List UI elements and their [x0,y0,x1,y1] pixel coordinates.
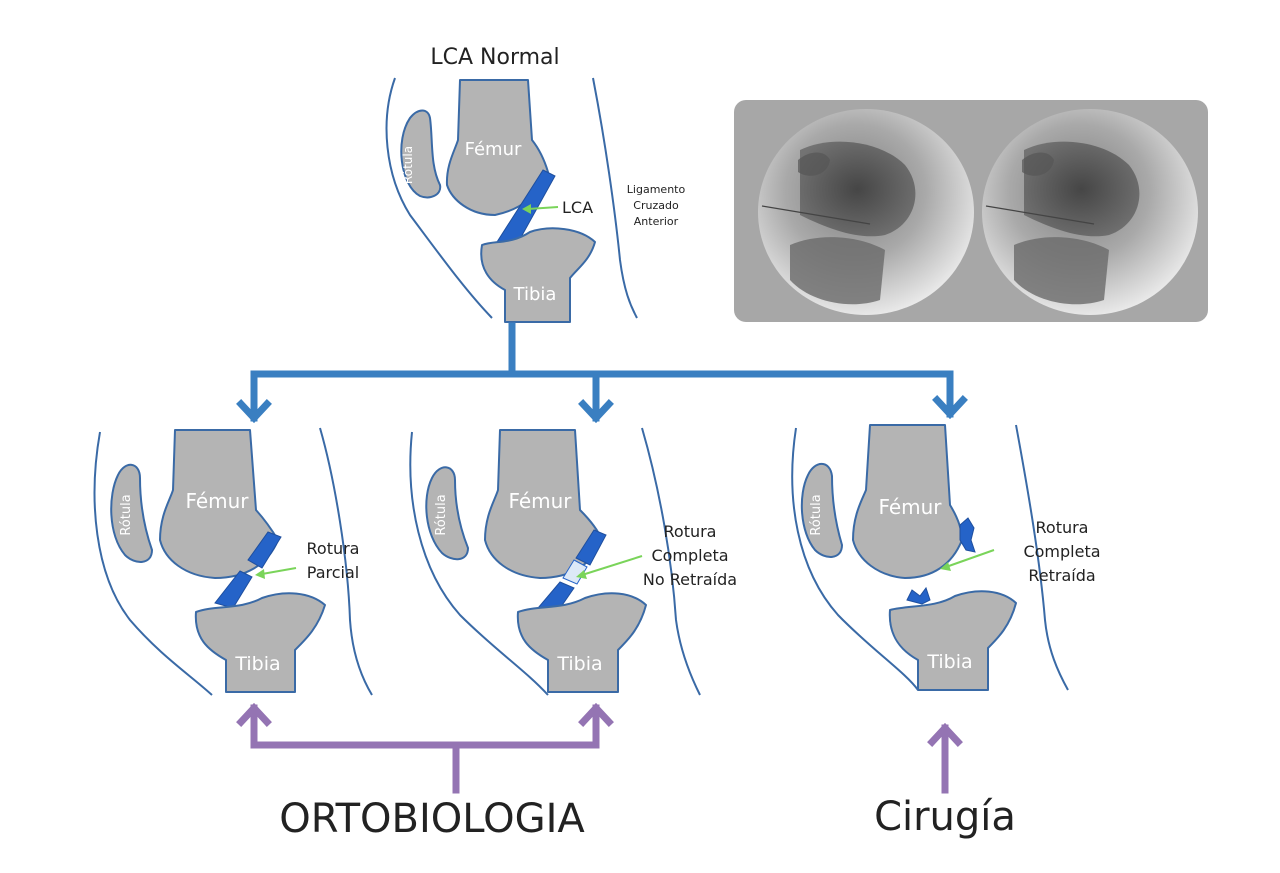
normal-knee: Rótula Fémur Tibia LCA Ligamento Cruzado… [385,77,686,323]
retracted-skin-back-line [791,427,919,691]
retracted-label-line-2: Completa [1023,542,1100,561]
nonretracted-acl-tear [562,559,588,585]
retracted-pointer [945,549,995,568]
surgery-arrowhead [927,722,963,747]
partial-femur [159,429,279,579]
orthobiology-bracket [250,704,600,749]
partial-pointer [261,567,297,575]
nonretracted-label-line-2: Completa [651,546,728,565]
retracted-tibia [888,590,1017,691]
retracted-pointer-head [940,562,951,571]
ligament-line-2: Cruzado [633,199,679,212]
branch-arrows [236,322,968,424]
xray-panel [734,100,1208,322]
partial-pointer-head [255,569,265,579]
ligament-line-1: Ligamento [627,183,686,196]
orthobiology-left-arrowhead [236,702,272,727]
ligament-line-3: Anterior [634,215,679,228]
normal-femur-label: Fémur [465,139,522,160]
nonretracted-femur [484,429,603,579]
normal-lca-label: LCA [562,198,593,217]
nonretracted-label-line-1: Rotura [664,522,717,541]
nonretracted-tibia-label: Tibia [556,653,602,675]
nonretracted-skin-front-line [641,427,701,696]
partial-label-line-2: Parcial [307,563,359,582]
retracted-acl-femoral-stump [959,517,976,553]
retracted-tibia-label: Tibia [926,651,972,673]
partial-femur-label: Fémur [185,489,249,513]
orthobiology-right-arrowhead [578,702,614,727]
xray-image-left [758,109,974,315]
complete-retracted-knee: Rótula Fémur Tibia Rotura Completa Retra… [791,424,1101,691]
retracted-label-line-3: Retraída [1028,566,1095,585]
branch-middle-arrowhead [578,399,614,424]
nonretracted-pointer [581,555,643,576]
branch-left-arrowhead [236,399,272,424]
partial-tear-knee: Rótula Fémur Tibia Rotura Parcial [93,427,373,696]
treatment-arrows [236,702,963,794]
retracted-femur-label: Fémur [878,495,942,519]
branch-right-arrowhead [932,395,968,420]
partial-skin-front-line [319,427,373,696]
normal-patella [400,109,442,199]
retracted-patella [800,462,843,558]
normal-femur [445,79,549,216]
nonretracted-skin-back-line [409,431,549,696]
xray-image-right [982,109,1198,315]
normal-tibia [480,227,596,323]
nonretracted-patella [425,466,469,561]
nonretracted-label-line-3: No Retraída [643,570,737,589]
normal-skin-back-line [385,77,493,319]
partial-patella [110,463,153,563]
normal-rotula-label: Rótula [401,146,415,184]
nonretracted-tibia [516,592,647,693]
retracted-skin-front-line [1015,424,1069,691]
partial-acl-upper [247,531,282,569]
retracted-label-line-1: Rotura [1036,518,1089,537]
nonretracted-femur-label: Fémur [508,489,572,513]
normal-skin-front-line [592,77,638,319]
nonretracted-rotula-label: Rótula [434,494,449,535]
partial-tibia [194,592,326,693]
partial-skin-back-line [93,431,213,696]
normal-pointer-head [522,204,531,214]
partial-label-line-1: Rotura [307,539,360,558]
retracted-acl-tibial-stump [906,586,931,605]
normal-pointer [527,206,559,210]
orthobiology-label: ORTOBIOLOGIA [279,796,585,842]
partial-rotula-label: Rótula [119,494,134,535]
partial-tibia-label: Tibia [234,653,280,675]
diagram-title: LCA Normal [430,45,559,70]
complete-non-retracted-knee: Rótula Fémur Tibia Rotura Completa No Re… [409,427,737,696]
normal-tibia-label: Tibia [513,284,557,305]
nonretracted-acl-upper [575,529,607,566]
nonretracted-pointer-head [576,570,587,579]
retracted-rotula-label: Rótula [809,494,824,535]
surgery-label: Cirugía [874,794,1016,840]
